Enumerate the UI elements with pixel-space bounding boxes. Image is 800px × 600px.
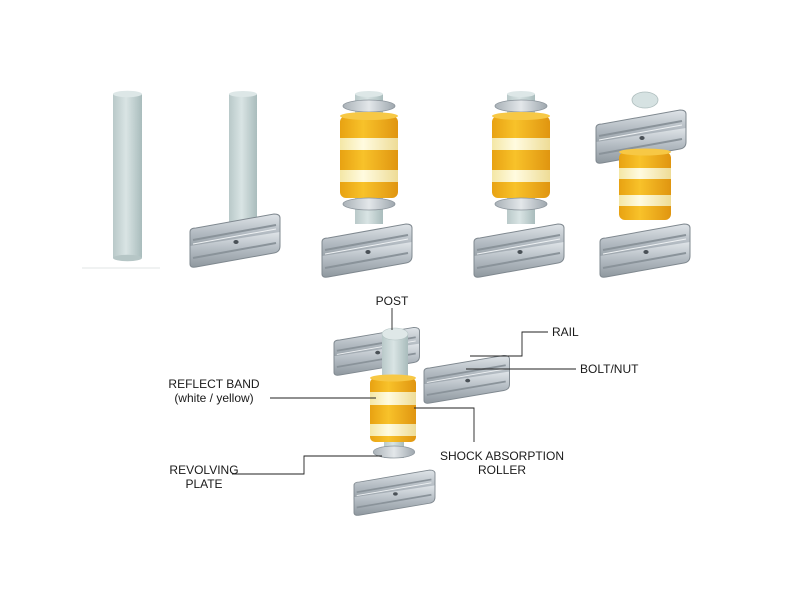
step-post-only xyxy=(82,90,160,269)
leader-rail xyxy=(470,331,548,357)
reflect-band-icon xyxy=(340,138,398,150)
exploded-view xyxy=(333,326,511,517)
plate-top-icon xyxy=(494,99,548,113)
leader-lines xyxy=(232,308,576,475)
reflect-band-icon xyxy=(492,170,550,182)
roller-icon xyxy=(340,116,398,198)
label-post: POST xyxy=(376,294,409,308)
reflect-band-icon xyxy=(370,424,416,436)
post-cap-icon xyxy=(631,91,659,109)
plate-top-icon xyxy=(342,99,396,113)
reflect-band-icon xyxy=(492,138,550,150)
rail-lower-icon xyxy=(353,469,436,517)
label-reflect-band: REFLECT BAND xyxy=(168,377,259,391)
label-plate: PLATE xyxy=(185,477,222,491)
rail-icon xyxy=(321,223,413,279)
label-roller: ROLLER xyxy=(478,463,526,477)
label-shock-absorption: SHOCK ABSORPTION xyxy=(440,449,564,463)
reflect-band-icon xyxy=(370,392,416,405)
leader-revolving-plate xyxy=(232,455,382,475)
labels: POST RAIL BOLT/NUT REFLECT BAND (white /… xyxy=(168,294,639,491)
step-full-assembly xyxy=(595,91,691,279)
rail-right-icon xyxy=(423,354,511,405)
roller-icon xyxy=(492,116,550,198)
post-icon xyxy=(229,94,257,226)
plate-bottom-icon xyxy=(342,197,396,211)
label-revolving: REVOLVING xyxy=(169,463,238,477)
leader-shock-roller xyxy=(414,407,475,442)
label-bolt-nut: BOLT/NUT xyxy=(580,362,639,376)
step-post-rail-roller-alt xyxy=(473,91,565,279)
plate-bottom-icon xyxy=(494,197,548,211)
step-post-rail-roller xyxy=(321,91,413,279)
rail-icon xyxy=(473,223,565,279)
label-rail: RAIL xyxy=(552,325,579,339)
rail-icon xyxy=(189,213,281,269)
step-post-with-rail xyxy=(189,91,281,269)
reflect-band-icon xyxy=(340,170,398,182)
rail-bottom-icon xyxy=(599,223,691,279)
reflect-band-icon xyxy=(619,195,671,206)
label-reflect-band-colors: (white / yellow) xyxy=(174,391,253,405)
reflect-band-icon xyxy=(619,168,671,179)
post-icon xyxy=(113,94,142,258)
roller-icon xyxy=(619,152,671,220)
